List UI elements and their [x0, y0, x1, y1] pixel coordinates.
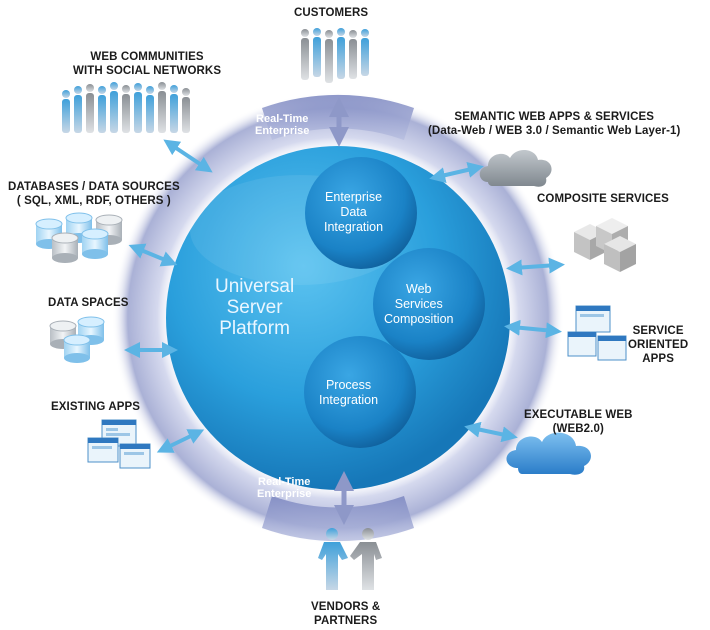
universal-server-platform: [166, 146, 510, 490]
databases-arrow: [128, 243, 178, 267]
label-composite-services: COMPOSITE SERVICES: [537, 192, 669, 206]
label-databases: DATABASES / DATA SOURCES ( SQL, XML, RDF…: [8, 180, 180, 208]
module-wsc-line1: Web: [406, 282, 432, 296]
module-process-integration: [304, 336, 416, 448]
core-label-line2: Server: [226, 297, 283, 318]
ring-label-top-line2: Enterprise: [255, 125, 310, 137]
label-existing-apps-text: EXISTING APPS: [51, 401, 141, 413]
label-executable-web-line2: (WEB2.0): [552, 423, 604, 435]
module-enterprise-data-integration: [305, 157, 417, 269]
existing-apps-arrow: [156, 429, 205, 453]
label-soa-line1: SERVICE: [632, 325, 684, 337]
customers-people-icon: [301, 28, 369, 83]
core-label: Universal Server Platform: [215, 276, 294, 339]
ring-label-bottom-line1: Real-Time: [258, 476, 311, 488]
label-semantic-web: SEMANTIC WEB APPS & SERVICES (Data-Web /…: [428, 110, 680, 138]
label-soa-line3: APPS: [642, 353, 674, 365]
label-semantic-web-line1: SEMANTIC WEB APPS & SERVICES: [454, 111, 655, 123]
label-executable-web: EXECUTABLE WEB (WEB2.0): [524, 408, 633, 436]
databases-cylinders-icon: [35, 212, 123, 263]
core-label-line3: Platform: [219, 318, 290, 339]
data-spaces-cylinders-icon: [49, 316, 105, 363]
label-web-communities: WEB COMMUNITIES WITH SOCIAL NETWORKS: [73, 50, 221, 78]
label-databases-line1: DATABASES / DATA SOURCES: [8, 181, 180, 193]
label-databases-line2: ( SQL, XML, RDF, OTHERS ): [16, 195, 171, 207]
ring-label-top: Real-Time Enterprise: [255, 113, 309, 137]
existing-apps-windows-icon: [87, 419, 151, 469]
module-label-eai: Enterprise Data Integration: [324, 190, 383, 235]
communities-arrow: [163, 139, 213, 173]
label-web-communities-line1: WEB COMMUNITIES: [90, 51, 204, 63]
label-customers-text: CUSTOMERS: [294, 7, 369, 19]
label-soa-line2: ORIENTED: [628, 339, 689, 351]
module-eai-line1: Enterprise: [325, 190, 383, 204]
executable-web-arrow: [464, 421, 518, 443]
semantic-web-cloud-icon: [479, 149, 552, 187]
module-pi-line1: Process: [325, 378, 372, 392]
module-wsc-line2: Services: [394, 297, 443, 311]
web-communities-crowd-icon: [62, 82, 190, 133]
executable-web-cloud-icon: [506, 432, 591, 475]
core-label-line1: Universal: [215, 276, 295, 297]
service-oriented-apps-windows-icon: [567, 305, 627, 361]
label-vendors: VENDORS & PARTNERS: [311, 600, 380, 628]
soa-arrow: [504, 319, 562, 339]
label-semantic-web-line2: (Data-Web / WEB 3.0 / Semantic Web Layer…: [428, 125, 681, 137]
ring-label-bottom-line2: Enterprise: [257, 488, 312, 500]
ring-label-bottom: Real-Time Enterprise: [257, 476, 311, 500]
label-vendors-line1: VENDORS &: [311, 601, 381, 613]
label-vendors-line2: PARTNERS: [314, 615, 378, 627]
semantic-web-arrow: [429, 162, 484, 183]
module-label-wsc: Web Services Composition: [384, 282, 453, 327]
module-web-services-composition: [373, 248, 485, 360]
composite-services-arrow: [506, 257, 565, 276]
label-data-spaces-text: DATA SPACES: [48, 297, 129, 309]
module-wsc-line3: Composition: [384, 312, 454, 326]
label-existing-apps: EXISTING APPS: [51, 400, 140, 414]
label-service-oriented-apps: SERVICE ORIENTED APPS: [628, 324, 688, 366]
module-eai-line3: Integration: [324, 220, 384, 234]
module-pi-line2: Integration: [319, 393, 379, 407]
ring-label-top-line1: Real-Time: [256, 113, 309, 125]
module-label-pi: Process Integration: [319, 378, 378, 408]
label-composite-services-text: COMPOSITE SERVICES: [537, 193, 669, 205]
label-customers: CUSTOMERS: [294, 6, 368, 20]
label-web-communities-line2: WITH SOCIAL NETWORKS: [73, 65, 222, 77]
label-executable-web-line1: EXECUTABLE WEB: [524, 409, 633, 421]
label-data-spaces: DATA SPACES: [48, 296, 129, 310]
vendors-handshake-icon: [318, 528, 382, 590]
composite-services-blocks-icon: [574, 218, 636, 272]
module-eai-line2: Data: [340, 205, 367, 219]
